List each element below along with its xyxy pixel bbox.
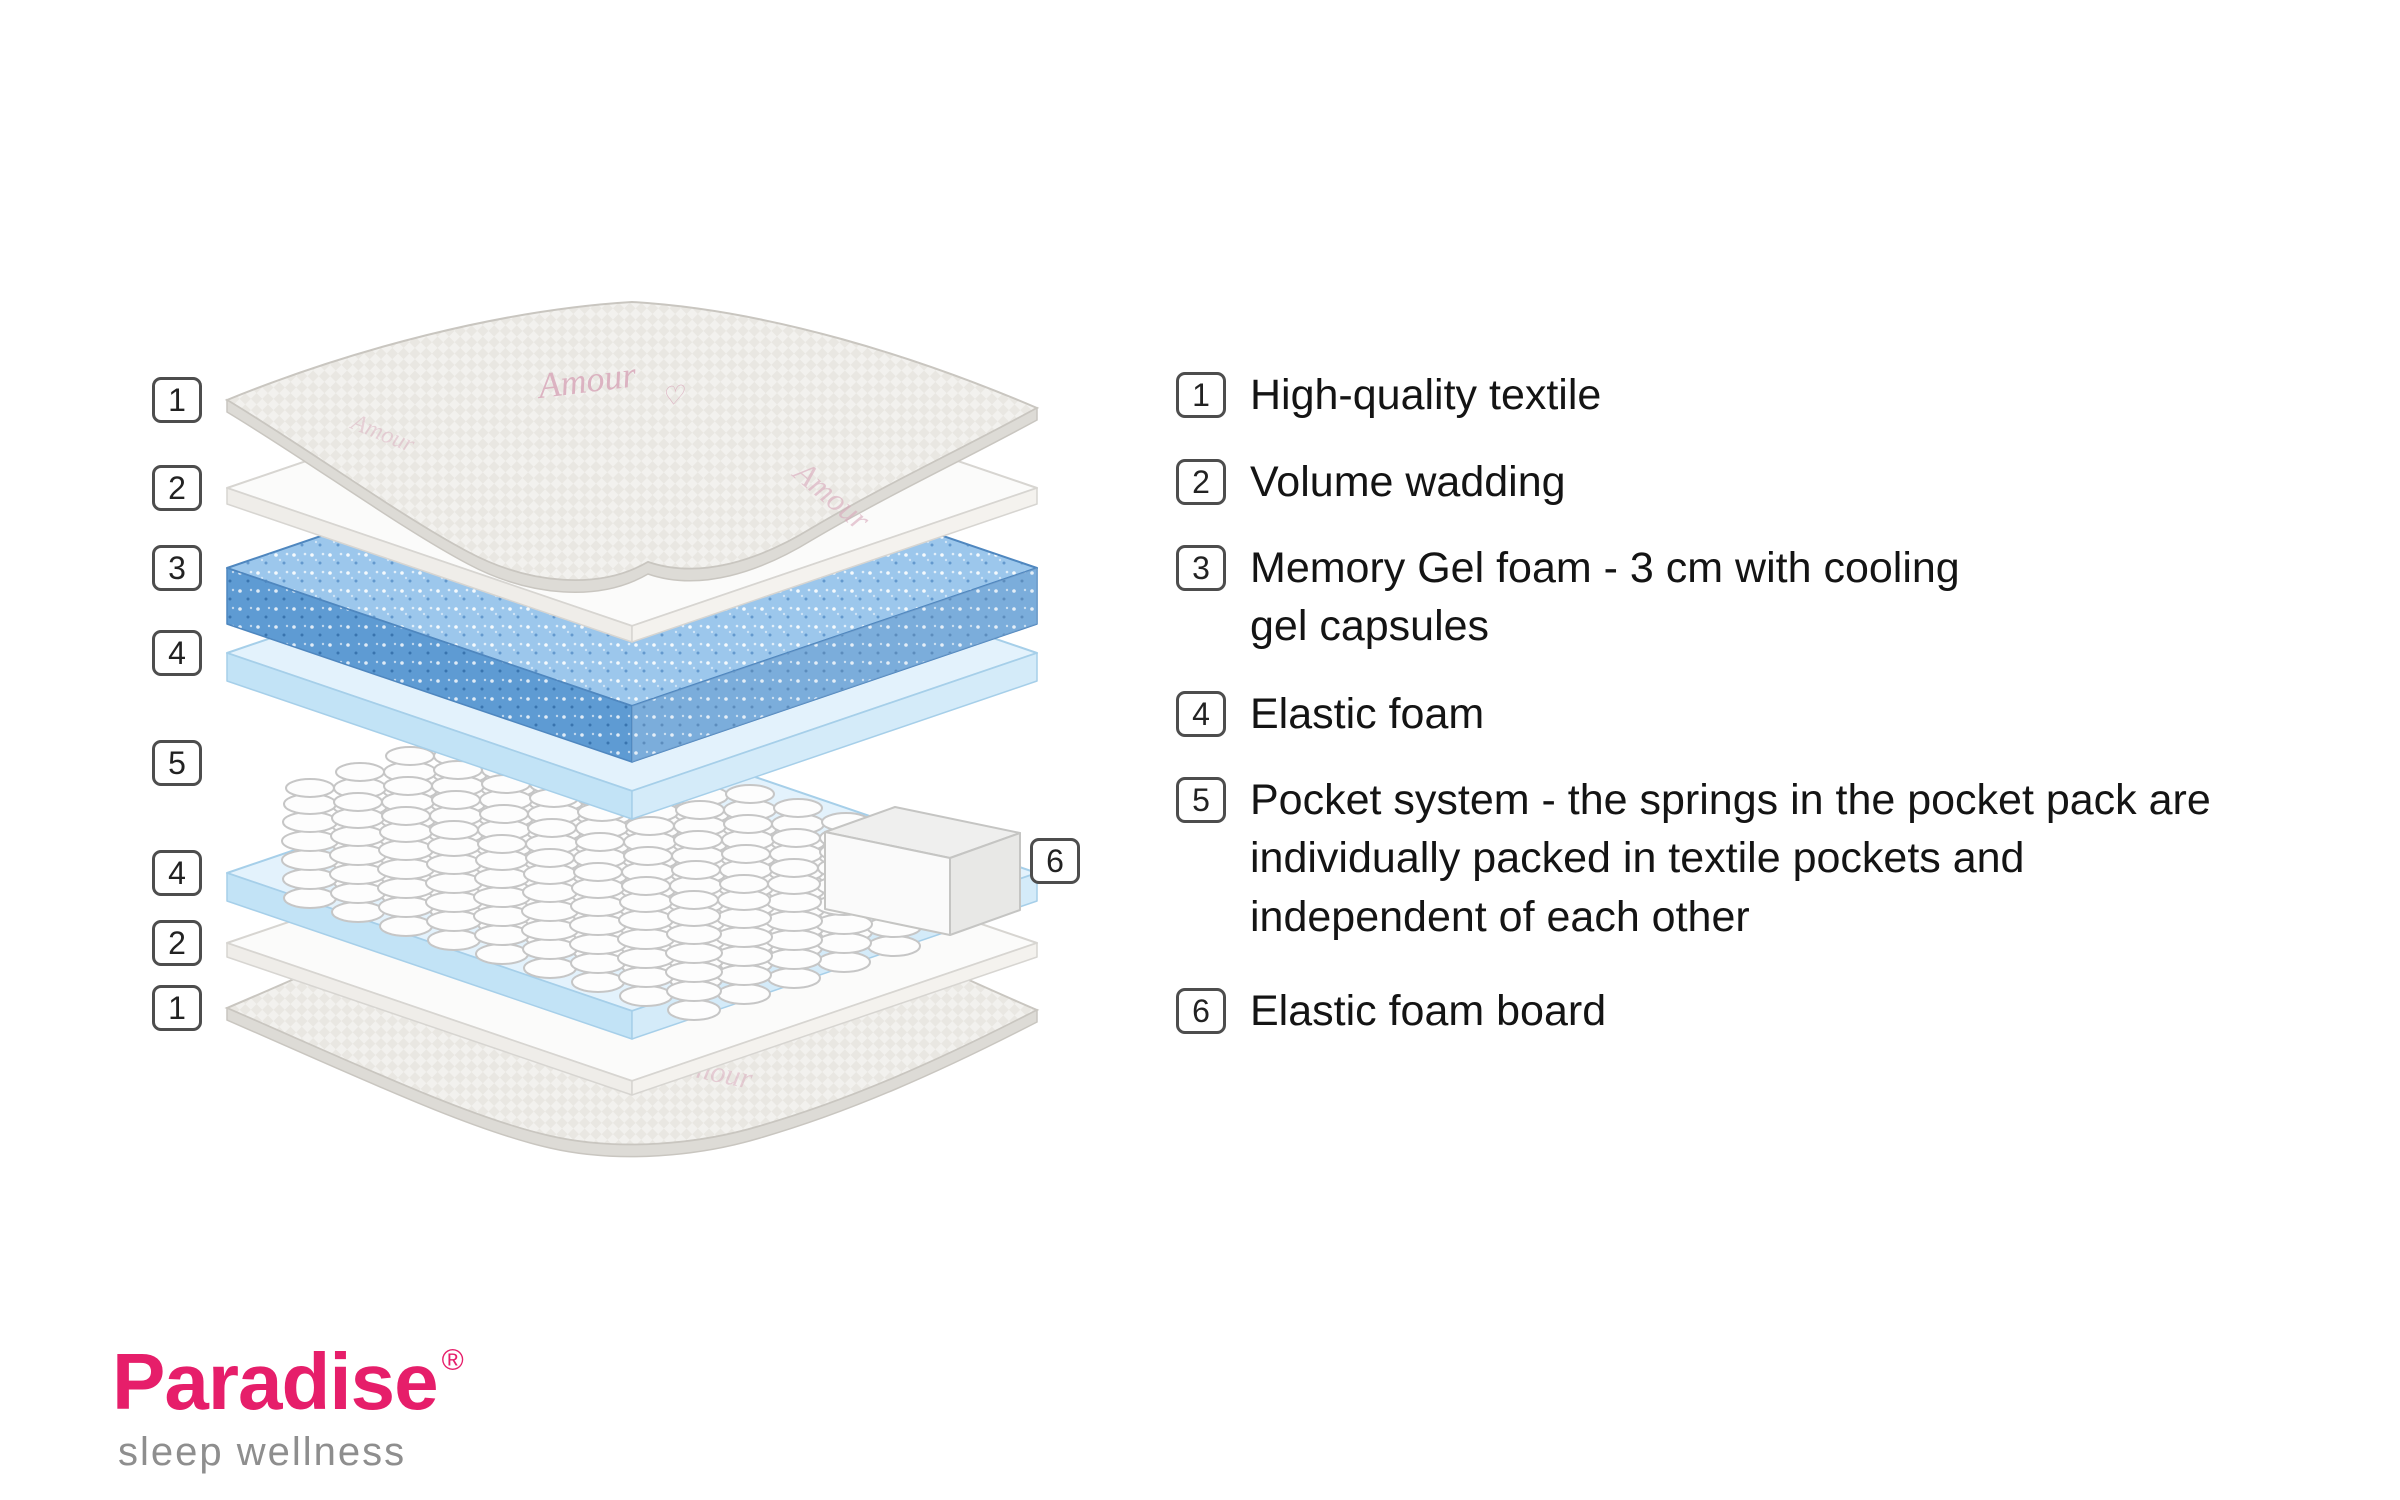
legend-label: Elastic foam [1250,690,1485,738]
legend-badge: 3 [1176,545,1226,591]
legend-item-elastic-foam: 4 Elastic foam [1176,685,1484,743]
legend-badge: 1 [1176,372,1226,418]
brand-tagline: sleep wellness [118,1430,407,1474]
layer-marker-foam-bottom: 4 [152,850,202,896]
layer-marker-foam-top: 4 [152,630,202,676]
legend: 1 High-quality textile 2 Volume wadding … [1176,0,2366,1200]
layer-top-textile: Amour ♡ Amour Amour [224,300,1040,593]
layer-marker-textile-top: 1 [152,377,202,423]
legend-label: Volume wadding [1250,458,1566,506]
legend-item-foam-board: 6 Elastic foam board [1176,982,1606,1040]
legend-badge: 4 [1176,691,1226,737]
legend-label: Elastic foam board [1250,987,1607,1035]
mattress-illustration: Amour [224,300,1040,1158]
layer-marker-memory-gel: 3 [152,545,202,591]
legend-badge: 2 [1176,459,1226,505]
layer-marker-foam-board: 6 [1030,838,1080,884]
foam-board [824,806,1021,936]
layer-marker-springs: 5 [152,740,202,786]
legend-item-memory-gel: 3 Memory Gel foam - 3 cm with cooling ge… [1176,539,1960,656]
legend-badge: 6 [1176,988,1226,1034]
layer-marker-wadding-top: 2 [152,465,202,511]
legend-badge: 5 [1176,777,1226,823]
legend-item-pocket-system: 5 Pocket system - the springs in the poc… [1176,771,2211,946]
legend-label: High-quality textile [1250,371,1602,419]
layer-marker-wadding-bottom: 2 [152,920,202,966]
brand-logo: Paradise ® sleep wellness [112,1337,464,1474]
legend-item-textile: 1 High-quality textile [1176,366,1601,424]
heart-icon: ♡ [659,380,687,412]
legend-label: Memory Gel foam - 3 cm with cooling gel … [1250,544,1960,651]
registered-mark-icon: ® [441,1344,464,1377]
layer-marker-textile-bottom: 1 [152,985,202,1031]
legend-item-wadding: 2 Volume wadding [1176,453,1566,511]
brand-name: Paradise [112,1337,439,1426]
legend-label: Pocket system - the springs in the pocke… [1250,776,2211,941]
